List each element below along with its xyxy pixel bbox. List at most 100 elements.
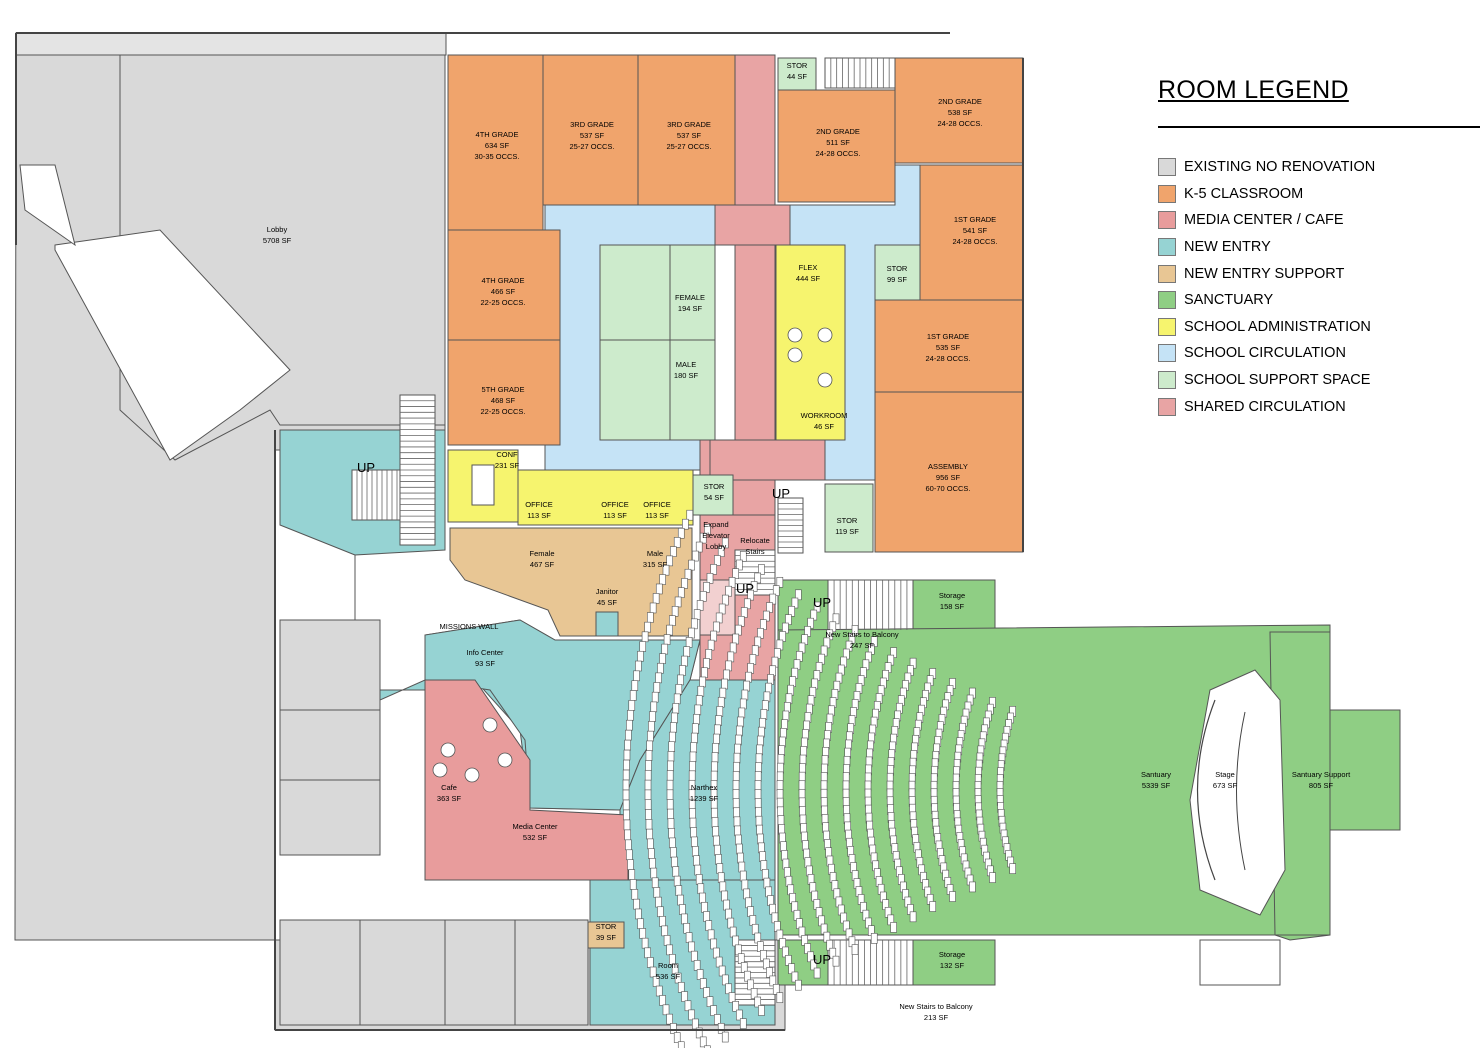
seat xyxy=(732,568,739,579)
seat xyxy=(795,979,802,991)
legend-swatch-school-support xyxy=(1158,371,1176,390)
seat xyxy=(710,770,718,782)
seat xyxy=(739,551,747,562)
lobby-notch xyxy=(19,164,76,247)
label-line: Narthex xyxy=(691,783,718,792)
seat xyxy=(729,926,737,938)
seat xyxy=(679,665,686,676)
seat xyxy=(795,589,802,601)
seat xyxy=(691,618,698,630)
seat xyxy=(699,1036,707,1048)
seat xyxy=(717,872,725,884)
seat xyxy=(685,932,693,943)
seat xyxy=(697,883,705,895)
label-line: OFFICE xyxy=(643,500,671,509)
seat xyxy=(694,864,702,876)
label-line: 468 SF xyxy=(491,396,516,405)
existing-office-3 xyxy=(279,919,361,1026)
legend-swatch-existing xyxy=(1158,158,1176,177)
seat xyxy=(810,959,818,971)
label-line: Janitor xyxy=(596,587,619,596)
cafe-table xyxy=(482,717,498,733)
seat xyxy=(736,725,743,737)
label-line: 180 SF xyxy=(674,371,699,380)
room-assembly xyxy=(874,391,1024,553)
seat xyxy=(666,555,673,567)
seat xyxy=(714,1014,721,1025)
seat xyxy=(644,621,651,633)
label-line: 113 SF xyxy=(645,511,669,520)
seat xyxy=(733,752,741,764)
seat xyxy=(701,901,708,913)
seat xyxy=(788,963,795,975)
existing-office-6 xyxy=(514,919,589,1026)
seat xyxy=(732,789,740,800)
room-stor-44 xyxy=(777,57,817,91)
seat xyxy=(732,798,740,809)
seat xyxy=(735,834,742,846)
label-line: 25-27 OCCS. xyxy=(666,142,711,151)
seat xyxy=(754,798,762,809)
seat xyxy=(1009,863,1016,874)
flex-table xyxy=(817,327,833,343)
seat xyxy=(623,819,631,831)
seat xyxy=(675,885,683,896)
seat xyxy=(717,696,725,708)
seat xyxy=(713,835,720,847)
seat xyxy=(629,879,637,890)
seat xyxy=(739,870,747,882)
seat xyxy=(735,944,742,956)
seat xyxy=(649,711,656,722)
seat xyxy=(646,828,653,840)
seat xyxy=(747,663,754,674)
legend-swatch-media-cafe xyxy=(1158,211,1176,230)
seat xyxy=(745,671,752,683)
seat xyxy=(677,674,684,686)
shared-circulation-lower xyxy=(709,439,826,481)
label-office3: OFFICE 113 SF xyxy=(643,500,671,520)
seat xyxy=(733,807,740,819)
seat xyxy=(670,847,677,858)
seat xyxy=(737,852,744,864)
label-line: 25-27 OCCS. xyxy=(569,142,614,151)
seat xyxy=(641,937,649,949)
seat xyxy=(627,709,634,721)
seat xyxy=(623,809,630,821)
seat xyxy=(628,700,636,711)
seat xyxy=(684,568,692,580)
up-marker: UP xyxy=(813,595,831,610)
label-line: New Stairs to Balcony xyxy=(899,1002,973,1011)
seat xyxy=(649,602,657,614)
label-line: 4TH GRADE xyxy=(476,130,519,139)
seat xyxy=(703,658,710,669)
seat xyxy=(713,947,720,959)
legend-swatch-school-admin xyxy=(1158,317,1176,336)
label-line: 2ND GRADE xyxy=(938,97,982,106)
seat xyxy=(631,680,639,691)
seat xyxy=(732,1001,739,1012)
seat xyxy=(732,935,740,947)
seat xyxy=(714,555,721,566)
room-stor-54 xyxy=(692,474,734,516)
room-legend: ROOM LEGEND EXISTING NO RENOVATION K-5 C… xyxy=(1158,76,1480,416)
seat xyxy=(706,996,714,1007)
seat xyxy=(671,856,678,868)
seat xyxy=(718,965,726,977)
label-line: 363 SF xyxy=(437,794,462,803)
seat xyxy=(714,724,721,736)
room-female-rr xyxy=(669,244,716,341)
sanctuary-south-niche xyxy=(1199,939,1281,986)
room-grade4-b xyxy=(447,229,561,341)
seat xyxy=(761,700,769,711)
